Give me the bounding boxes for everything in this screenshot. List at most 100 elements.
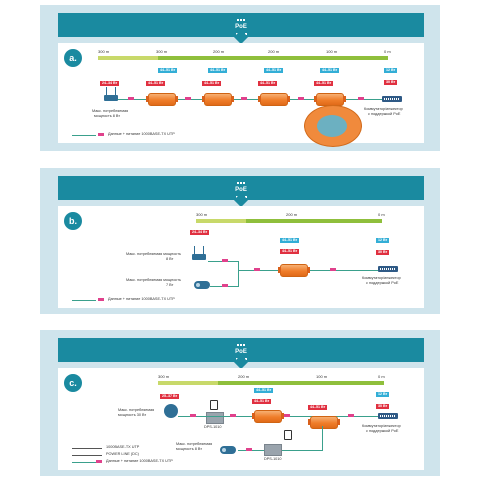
legend-line — [72, 300, 96, 301]
rj45-connector — [241, 97, 247, 100]
extender-detail-bubble — [304, 105, 362, 147]
power-tag: 44–51 Вт — [158, 68, 178, 73]
distance-label: 200 m — [238, 374, 250, 379]
device-label: мощность 30 Вт — [118, 413, 147, 417]
legend-text: POWER LINE (DC) — [106, 452, 139, 456]
power-plug-icon — [284, 430, 292, 440]
device-label: Макс. потребляемая — [176, 442, 213, 446]
distance-label: 300 m — [196, 212, 208, 217]
panel-c: PoE c. 300 m 200 m 100 m 0 m 25–37 Вт Ма… — [40, 330, 440, 476]
ip-camera-icon — [220, 446, 236, 454]
cable-line — [106, 99, 396, 100]
ap-router-icon — [104, 87, 118, 101]
device-label: Макс. потребляемая мощность — [126, 278, 181, 282]
cable-line — [282, 450, 322, 451]
power-tag: 44–51 Вт — [258, 81, 278, 86]
panel-a-content: a. 300 m 300 m 200 m 200 m 100 m 0 m 24–… — [58, 43, 424, 147]
distance-label: 200 m — [213, 49, 225, 54]
panel-a-header: PoE — [58, 13, 424, 45]
power-tag: 44–51 Вт — [280, 249, 300, 254]
rj45-connector — [348, 414, 354, 417]
rj45-connector — [185, 97, 191, 100]
device-label: 8 Вт — [166, 257, 174, 261]
power-tag: 44–51 Вт — [254, 388, 274, 393]
rj45-connector — [358, 97, 364, 100]
legend-connector — [98, 133, 104, 136]
ap-router-icon — [192, 246, 206, 260]
panel-b-header: PoE — [58, 176, 424, 208]
distance-label: 200 m — [286, 212, 298, 217]
dps-label: DPS-1010 — [204, 425, 222, 429]
distance-label: 200 m — [268, 49, 280, 54]
poe-logo-text: PoE — [235, 349, 247, 355]
power-tag: 44–51 Вт — [264, 68, 284, 73]
cable-line — [238, 261, 239, 287]
panel-c-header: PoE — [58, 338, 424, 370]
rj45-connector — [230, 414, 236, 417]
poe-extender — [202, 93, 234, 106]
power-tag: 44–51 Вт — [146, 81, 166, 86]
cable-line — [322, 426, 323, 451]
panel-c-content: c. 300 m 200 m 100 m 0 m 25–37 Вт Макс. … — [58, 368, 424, 470]
poe-extender — [146, 93, 178, 106]
switch-label: с поддержкой PoE — [366, 281, 399, 285]
dps-label: DPS-1010 — [264, 457, 282, 461]
panel-b-content: b. 300 m 200 m 0 m 24–34 Вт Макс. потреб… — [58, 206, 424, 308]
rj45-connector — [222, 259, 228, 262]
switch-label: Коммутатор/инжектор — [362, 276, 401, 280]
power-tag: 30 Вт — [376, 404, 390, 409]
power-tag: 44–51 Вт — [208, 68, 228, 73]
legend-text: Данные + питание 1000BASE-TX UTP — [108, 132, 175, 136]
power-tag: 30 Вт — [384, 80, 398, 85]
distance-bar — [218, 381, 384, 385]
power-tag: 44–51 Вт — [252, 399, 272, 404]
rj45-connector — [128, 97, 134, 100]
distance-bar — [158, 56, 388, 60]
power-tag: 44–51 Вт — [308, 405, 328, 410]
poe-switch-icon — [382, 96, 402, 102]
device-label: 7 Вт — [166, 283, 174, 287]
distance-label: 300 m — [156, 49, 168, 54]
power-tag: 44–51 Вт — [320, 68, 340, 73]
dps-power-supply-icon — [264, 444, 282, 456]
legend-text: Данные + питание 1000BASE-TX UTP — [106, 459, 173, 463]
rj45-connector — [298, 97, 304, 100]
poe-logo-text: PoE — [235, 24, 247, 30]
distance-label: 300 m — [158, 374, 170, 379]
distance-label: 0 m — [378, 212, 385, 217]
power-tag: 12 Вт — [376, 392, 390, 397]
rj45-connector — [254, 268, 260, 271]
switch-label: с поддержкой PoE — [368, 112, 401, 116]
rj45-connector — [330, 268, 336, 271]
power-tag: 30 Вт — [376, 250, 390, 255]
device-label: Макс. потребляемая — [118, 408, 155, 412]
poe-switch-icon — [378, 266, 398, 272]
device-label: Макс. потребляемая — [92, 109, 129, 113]
power-tag: 12 Вт — [384, 68, 398, 73]
power-tag: 44–51 Вт — [202, 81, 222, 86]
legend-line — [72, 135, 96, 136]
legend-connector — [96, 460, 102, 463]
legend-text: Данные + питание 1000BASE-TX UTP — [108, 297, 175, 301]
device-label: Макс. потребляемая мощность — [126, 252, 181, 256]
distance-label: 0 m — [378, 374, 385, 379]
distance-bar — [246, 219, 382, 223]
legend-line — [72, 455, 102, 456]
power-tag: 25–37 Вт — [160, 394, 180, 399]
panel-a: PoE a. 300 m 300 m 200 m 200 m 100 m 0 m… — [40, 5, 440, 151]
legend-connector — [98, 298, 104, 301]
cable-line — [238, 270, 388, 271]
power-tag: 24–34 Вт — [100, 81, 120, 86]
legend-text: 1000BASE-TX UTP — [106, 445, 140, 449]
panel-a-badge: a. — [64, 49, 82, 67]
dps-power-supply-icon — [206, 412, 224, 424]
rj45-connector — [222, 284, 228, 287]
distance-label: 100 m — [316, 374, 328, 379]
ip-camera-icon — [194, 281, 210, 289]
power-tag: 44–51 Вт — [280, 238, 300, 243]
power-plug-icon — [210, 400, 218, 410]
distance-bar — [158, 381, 218, 385]
distance-bar — [98, 56, 158, 60]
poe-extender — [314, 93, 346, 106]
panel-b-badge: b. — [64, 212, 82, 230]
